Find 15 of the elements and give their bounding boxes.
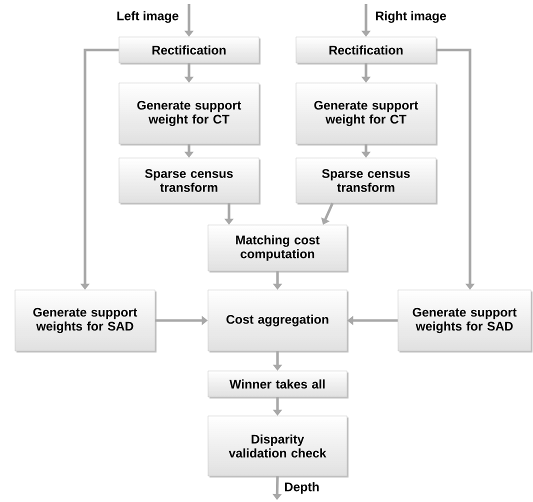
process-box: Sparse census transform — [296, 158, 438, 204]
process-box: Rectification — [296, 36, 438, 64]
process-box: Sparse census transform — [118, 158, 260, 204]
process-box: Generate support weight for CT — [118, 82, 260, 146]
process-box: Disparity validation check — [208, 416, 348, 478]
process-box: Generate support weights for SAD — [398, 290, 532, 352]
edge-label: Right image — [374, 10, 448, 24]
process-box: Cost aggregation — [208, 290, 348, 352]
edge-label: Left image — [116, 10, 180, 24]
process-box: Generate support weights for SAD — [14, 290, 156, 352]
process-box: Rectification — [118, 36, 260, 64]
process-box: Matching cost computation — [208, 224, 348, 272]
process-box: Generate support weight for CT — [296, 82, 438, 146]
process-box: Winner takes all — [208, 370, 348, 398]
edge-label: Depth — [283, 481, 320, 495]
